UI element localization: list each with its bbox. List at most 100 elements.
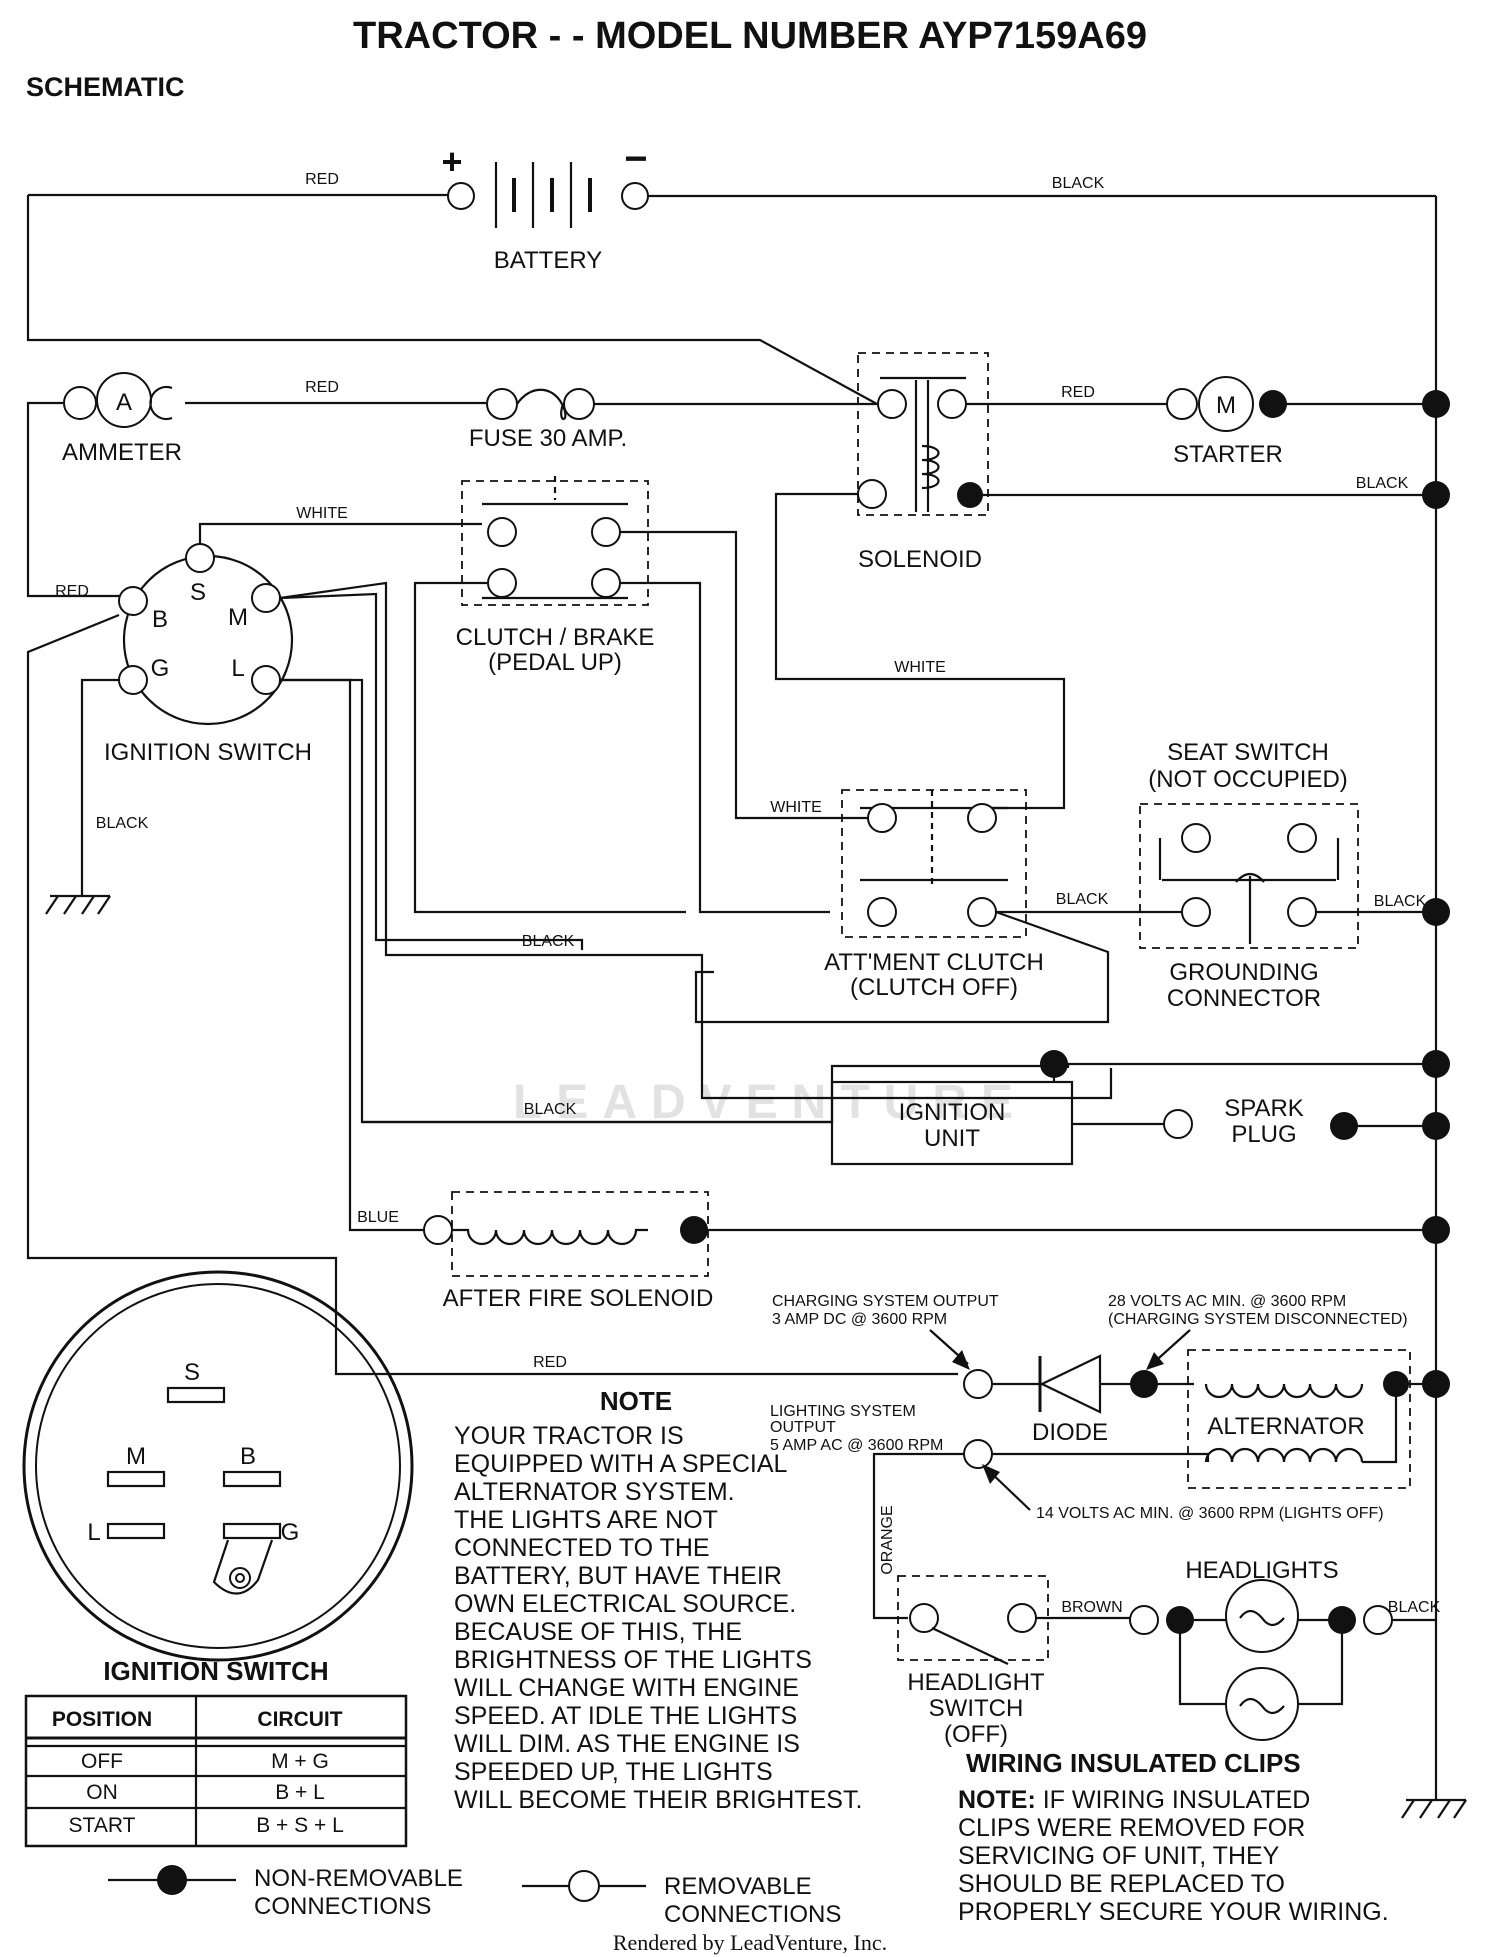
attment-clutch-label-2: (CLUTCH OFF) xyxy=(850,974,1018,1001)
grounding-connector-label-1: GROUNDING xyxy=(1169,959,1318,986)
legend-removable-2: CONNECTIONS xyxy=(664,1901,841,1928)
note-line: BATTERY, BUT HAVE THEIR xyxy=(454,1562,782,1590)
pin-g-label: G xyxy=(281,1519,300,1546)
battery-label: BATTERY xyxy=(494,247,602,274)
headlight-switch-label-2: SWITCH xyxy=(929,1695,1024,1722)
table-row-off-position: OFF xyxy=(81,1750,123,1773)
fuse-label: FUSE 30 AMP. xyxy=(469,425,627,452)
attachment-clutch-switch xyxy=(841,789,1027,938)
note-line: WILL BECOME THEIR BRIGHTEST. xyxy=(454,1786,862,1814)
note-line: WILL DIM. AS THE ENGINE IS xyxy=(454,1730,800,1758)
ignition-circuit-table: POSITION CIRCUIT OFF M + G ON B + L STAR… xyxy=(24,1694,408,1848)
ignition-switch: S B M G L xyxy=(118,543,294,726)
wire-label-blue: BLUE xyxy=(357,1209,399,1226)
alternator-label: ALTERNATOR xyxy=(1207,1413,1364,1440)
diode xyxy=(1038,1354,1102,1414)
seat-switch-label-1: SEAT SWITCH xyxy=(1167,739,1329,766)
lighting-output-label-1: LIGHTING SYSTEM xyxy=(770,1403,916,1420)
ammeter-label: AMMETER xyxy=(62,439,182,466)
pin-b-label: B xyxy=(240,1443,256,1470)
ground-symbol-left xyxy=(45,894,111,915)
terminal-b-label: B xyxy=(152,606,168,633)
note-line: SPEED. AT IDLE THE LIGHTS xyxy=(454,1702,797,1730)
charging-output-label-2: 3 AMP DC @ 3600 RPM xyxy=(772,1311,947,1328)
wire-label-white: WHITE xyxy=(296,505,348,522)
note-line: OWN ELECTRICAL SOURCE. xyxy=(454,1590,796,1618)
wire-label-white: WHITE xyxy=(894,659,946,676)
legend-removable-1: REMOVABLE xyxy=(664,1873,812,1900)
watermark: LEADVENTURE xyxy=(513,1076,1027,1129)
terminal-s-label: S xyxy=(190,579,206,606)
wire-label-white: WHITE xyxy=(770,799,822,816)
alternator xyxy=(1144,1349,1411,1489)
charging-output-label-1: CHARGING SYSTEM OUTPUT xyxy=(772,1293,999,1310)
lighting-output-label-3: 5 AMP AC @ 3600 RPM xyxy=(770,1437,943,1454)
wire-label-red: RED xyxy=(55,583,89,600)
terminal-l-label: L xyxy=(231,655,244,682)
seat-switch xyxy=(1139,803,1359,949)
pin-m-label: M xyxy=(126,1443,146,1470)
legend: NON-REMOVABLE CONNECTIONS REMOVABLE CONN… xyxy=(108,1865,841,1928)
ammeter-symbol: A xyxy=(116,389,132,416)
spark-plug-label-1: SPARK xyxy=(1224,1095,1304,1122)
wire-label-black: BLACK xyxy=(1052,175,1105,192)
starter-label: STARTER xyxy=(1173,441,1283,468)
wire-label-red: RED xyxy=(305,379,339,396)
clips-line: PROPERLY SECURE YOUR WIRING. xyxy=(958,1898,1389,1926)
clutch-brake-label-1: CLUTCH / BRAKE xyxy=(456,624,655,651)
note-line: WILL CHANGE WITH ENGINE xyxy=(454,1674,799,1702)
table-row-start-position: START xyxy=(69,1814,136,1837)
table-row-on-circuit: B + L xyxy=(275,1781,325,1804)
table-row-start-circuit: B + S + L xyxy=(256,1814,344,1837)
lights-off-volts-label: 14 VOLTS AC MIN. @ 3600 RPM (LIGHTS OFF) xyxy=(1036,1505,1384,1522)
note-title: NOTE xyxy=(600,1386,672,1416)
diode-label: DIODE xyxy=(1032,1419,1108,1446)
note-line: THE LIGHTS ARE NOT xyxy=(454,1506,718,1534)
battery-minus-label: − xyxy=(624,137,647,181)
headlight-switch-label-1: HEADLIGHT xyxy=(907,1669,1045,1696)
terminal-g-label: G xyxy=(151,655,170,682)
starter-symbol: M xyxy=(1216,392,1236,419)
note-line: CONNECTED TO THE xyxy=(454,1534,710,1562)
legend-non-removable-1: NON-REMOVABLE xyxy=(254,1865,463,1892)
headlight-switch-label-3: (OFF) xyxy=(944,1721,1008,1748)
note-body: YOUR TRACTOR IS EQUIPPED WITH A SPECIAL … xyxy=(454,1422,862,1814)
ignition-unit-label-1: IGNITION xyxy=(899,1099,1006,1126)
wire-label-orange: ORANGE xyxy=(879,1505,896,1574)
table-header-circuit: CIRCUIT xyxy=(257,1708,342,1731)
wire-label-black: BLACK xyxy=(96,815,149,832)
alt-volts-label-1: 28 VOLTS AC MIN. @ 3600 RPM xyxy=(1108,1293,1346,1310)
legend-non-removable-2: CONNECTIONS xyxy=(254,1893,431,1920)
ground-symbol-right xyxy=(1401,1798,1467,1819)
attment-clutch-label-1: ATT'MENT CLUTCH xyxy=(824,949,1044,976)
note-line: BECAUSE OF THIS, THE xyxy=(454,1618,742,1646)
wire-label-brown: BROWN xyxy=(1061,1599,1122,1616)
headlights xyxy=(1129,1579,1393,1741)
pin-s-label: S xyxy=(184,1359,200,1386)
clips-title: WIRING INSULATED CLIPS xyxy=(966,1748,1301,1778)
spark-plug-label-2: PLUG xyxy=(1231,1121,1296,1148)
ignition-unit-label-2: UNIT xyxy=(924,1125,980,1152)
wire-label-black: BLACK xyxy=(1056,891,1109,908)
grounding-connector-label-2: CONNECTOR xyxy=(1167,985,1321,1012)
page-title: TRACTOR - - MODEL NUMBER AYP7159A69 xyxy=(353,15,1147,57)
note-line: EQUIPPED WITH A SPECIAL xyxy=(454,1450,788,1478)
alt-volts-label-2: (CHARGING SYSTEM DISCONNECTED) xyxy=(1108,1311,1408,1328)
clips-line: SHOULD BE REPLACED TO xyxy=(958,1870,1285,1898)
table-row-on-position: ON xyxy=(86,1781,118,1804)
ignition-switch-detail: S M B L G xyxy=(22,1270,414,1662)
solenoid xyxy=(857,352,989,516)
solenoid-label: SOLENOID xyxy=(858,546,982,573)
page-subtitle: SCHEMATIC xyxy=(26,72,185,102)
terminal-m-label: M xyxy=(228,604,248,631)
after-fire-solenoid-label: AFTER FIRE SOLENOID xyxy=(443,1285,714,1312)
clips-line: CLIPS WERE REMOVED FOR xyxy=(958,1814,1305,1842)
footer-credit: Rendered by LeadVenture, Inc. xyxy=(613,1930,887,1955)
wire-label-red: RED xyxy=(1061,384,1095,401)
ignition-switch-label: IGNITION SWITCH xyxy=(104,739,312,766)
svg-text:NOTE: IF WIRING INSULATED: NOTE: IF WIRING INSULATED xyxy=(958,1786,1310,1814)
starter-motor: M xyxy=(1166,376,1287,432)
battery-plus-label: + xyxy=(441,141,462,182)
clips-note: NOTE: IF WIRING INSULATED CLIPS WERE REM… xyxy=(958,1786,1389,1926)
